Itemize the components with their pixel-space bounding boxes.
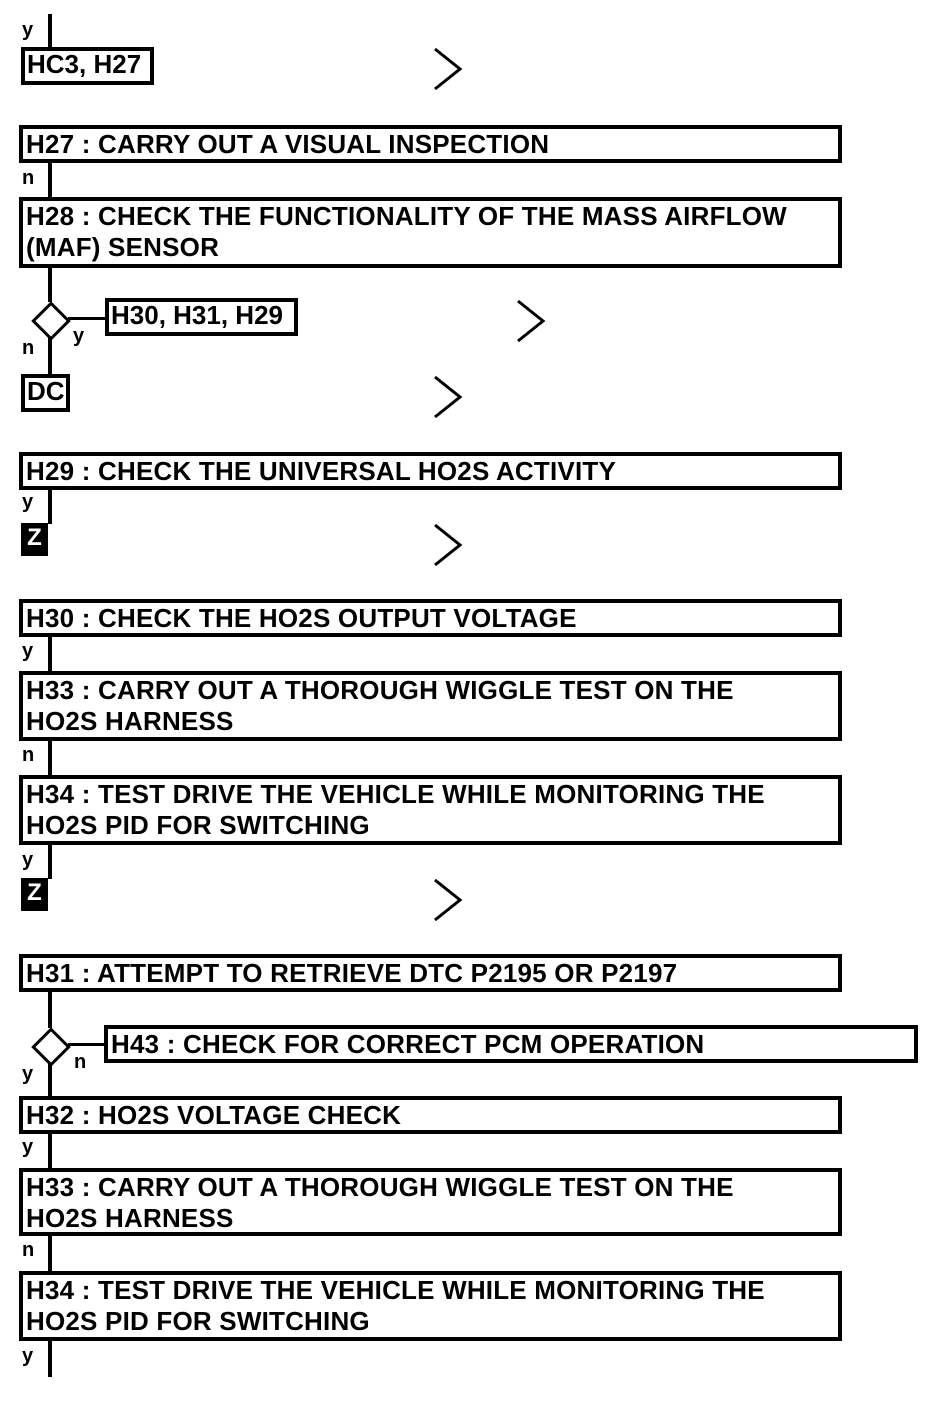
connector-line	[48, 741, 52, 775]
step-h31[interactable]: H31 : ATTEMPT TO RETRIEVE DTC P2195 OR P…	[19, 954, 842, 992]
chevron-right-icon[interactable]	[432, 522, 464, 568]
branch-label-yes: y	[22, 640, 34, 662]
step-h28[interactable]: H28 : CHECK THE FUNCTIONALITY OF THE MAS…	[19, 197, 842, 268]
branch-label-yes: y	[22, 849, 34, 871]
branch-label-no: n	[74, 1051, 87, 1073]
chevron-right-icon[interactable]	[515, 298, 547, 344]
step-h34[interactable]: H34 : TEST DRIVE THE VEHICLE WHILE MONIT…	[19, 775, 842, 845]
branch-label-yes: y	[22, 1063, 34, 1085]
branch-label-no: n	[22, 167, 35, 189]
decision-diamond-icon	[31, 301, 71, 341]
step-h34[interactable]: H34 : TEST DRIVE THE VEHICLE WHILE MONIT…	[19, 1271, 842, 1341]
ref-hc3-h27[interactable]: HC3, H27	[21, 47, 154, 85]
branch-label-no: n	[22, 744, 35, 766]
connector-line	[48, 1063, 52, 1097]
connector-line	[48, 14, 52, 50]
connector-line	[48, 490, 52, 524]
connector-line	[68, 317, 108, 320]
chevron-right-icon[interactable]	[432, 46, 464, 92]
step-h30[interactable]: H30 : CHECK THE HO2S OUTPUT VOLTAGE	[19, 599, 842, 637]
step-h29[interactable]: H29 : CHECK THE UNIVERSAL HO2S ACTIVITY	[19, 452, 842, 490]
ref-z[interactable]: Z	[21, 523, 48, 556]
step-h33[interactable]: H33 : CARRY OUT A THOROUGH WIGGLE TEST O…	[19, 1168, 842, 1236]
step-h33[interactable]: H33 : CARRY OUT A THOROUGH WIGGLE TEST O…	[19, 671, 842, 741]
connector-line	[48, 337, 52, 375]
connector-line	[48, 637, 52, 671]
branch-label-yes: y	[22, 491, 34, 513]
decision-diamond-icon	[31, 1027, 71, 1067]
step-h32[interactable]: H32 : HO2S VOLTAGE CHECK	[19, 1096, 842, 1134]
ref-dc[interactable]: DC	[21, 374, 70, 412]
connector-line	[48, 845, 52, 879]
connector-line	[48, 1341, 52, 1377]
connector-line	[48, 163, 52, 197]
branch-label-no: n	[22, 1239, 35, 1261]
branch-label-yes: y	[22, 1136, 34, 1158]
chevron-right-icon[interactable]	[432, 877, 464, 923]
step-h43[interactable]: H43 : CHECK FOR CORRECT PCM OPERATION	[104, 1025, 918, 1063]
connector-line	[48, 268, 52, 302]
branch-label-yes: y	[22, 1345, 34, 1367]
branch-label-no: n	[22, 337, 35, 359]
connector-line	[68, 1043, 108, 1046]
connector-line	[48, 1236, 52, 1271]
chevron-right-icon[interactable]	[432, 374, 464, 420]
branch-label-yes: y	[73, 325, 85, 347]
step-h27[interactable]: H27 : CARRY OUT A VISUAL INSPECTION	[19, 125, 842, 163]
branch-label-yes: y	[22, 19, 34, 41]
ref-z[interactable]: Z	[21, 878, 48, 911]
connector-line	[48, 1134, 52, 1168]
connector-line	[48, 992, 52, 1028]
ref-h30-h31-h29[interactable]: H30, H31, H29	[105, 298, 298, 336]
